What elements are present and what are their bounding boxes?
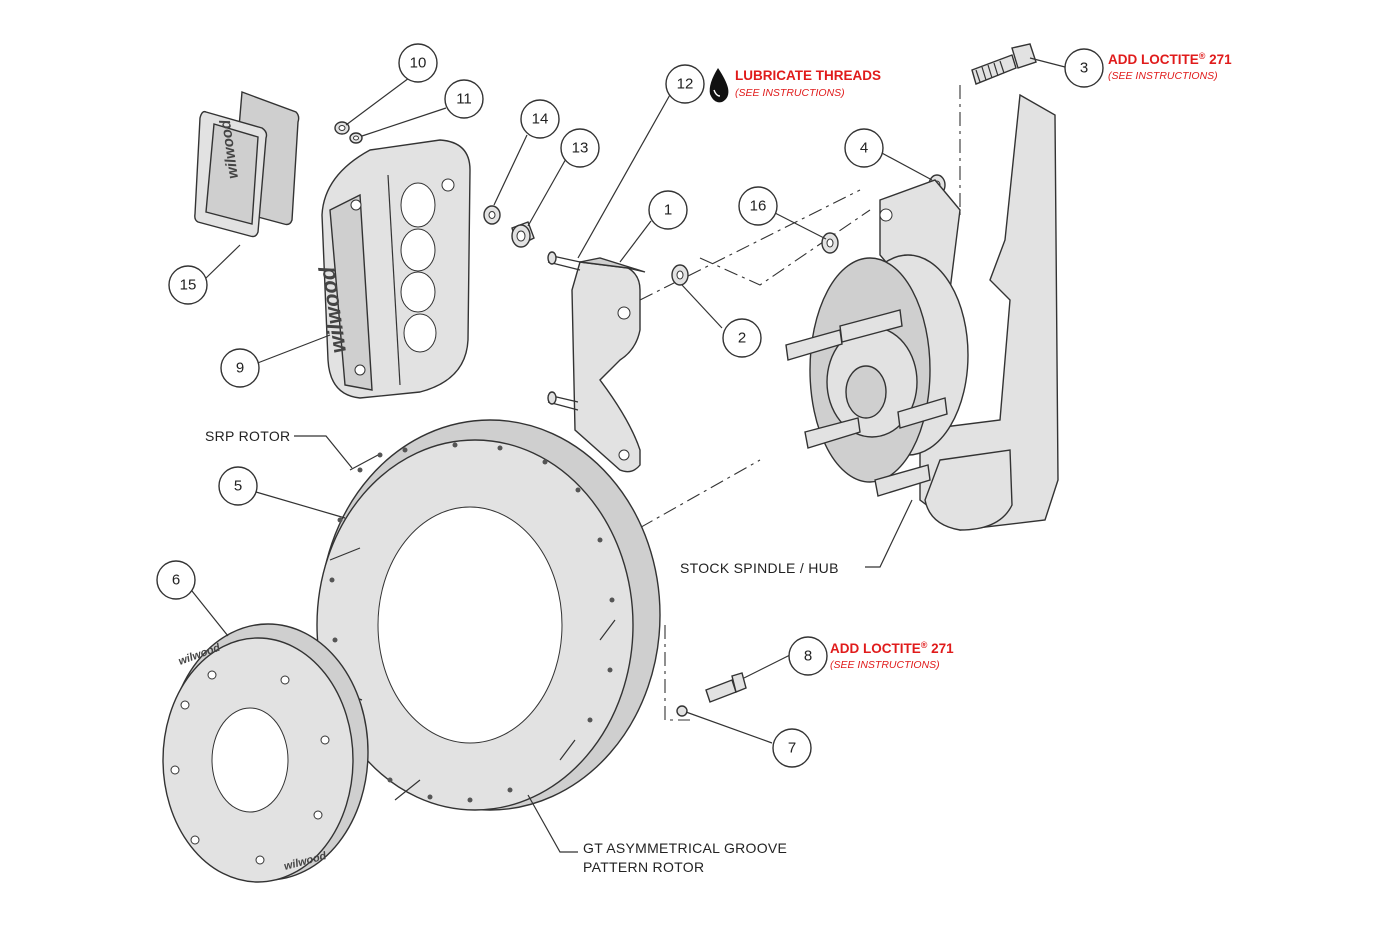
- washer-and-spacer: [483, 205, 535, 248]
- wheel-studs: [785, 309, 948, 497]
- callout-14-number: 14: [532, 111, 549, 128]
- leader-lines: [191, 57, 1066, 853]
- callout-6-number: 6: [172, 572, 180, 589]
- callout-13-number: 13: [572, 140, 589, 157]
- lubricate-threads-sub: (SEE INSTRUCTIONS): [735, 87, 845, 99]
- callout-14: 14: [520, 99, 560, 139]
- brake-pads: wilwood: [194, 91, 300, 238]
- stock-spindle-hub: [809, 93, 1059, 531]
- loctite-bottom-sub: (SEE INSTRUCTIONS): [830, 659, 940, 671]
- label-gt-rotor-line2: PATTERN ROTOR: [583, 859, 704, 875]
- callout-5: 5: [218, 466, 258, 506]
- callout-2: 2: [722, 318, 762, 358]
- note-loctite-bottom: ADD LOCTITE® 271 (SEE INSTRUCTIONS): [830, 640, 954, 671]
- callout-7-number: 7: [788, 740, 796, 757]
- callout-16-number: 16: [750, 198, 767, 215]
- loctite-top-sub: (SEE INSTRUCTIONS): [1108, 70, 1218, 82]
- callout-1: 1: [648, 190, 688, 230]
- callout-9: 9: [220, 348, 260, 388]
- callout-5-number: 5: [234, 478, 242, 495]
- caliper: wilwood: [314, 139, 471, 399]
- callout-11: 11: [444, 79, 484, 119]
- callout-8-number: 8: [804, 648, 812, 665]
- note-loctite-top: ADD LOCTITE® 271 (SEE INSTRUCTIONS): [1108, 51, 1232, 82]
- label-stock-spindle-hub: STOCK SPINDLE / HUB: [680, 560, 839, 576]
- callout-11-number: 11: [456, 91, 472, 108]
- callout-12: 12: [665, 64, 705, 104]
- callout-13: 13: [560, 128, 600, 168]
- callout-3-number: 3: [1080, 60, 1088, 77]
- loctite-top-text: ADD LOCTITE® 271: [1108, 51, 1232, 67]
- note-lubricate-threads: LUBRICATE THREADS (SEE INSTRUCTIONS): [709, 68, 881, 103]
- caliper-bracket: [547, 251, 646, 473]
- callout-12-number: 12: [677, 76, 694, 93]
- mounting-bolt: [971, 43, 1037, 85]
- callout-15-number: 15: [180, 277, 197, 294]
- nut-and-washer: [334, 121, 363, 144]
- callout-16: 16: [738, 186, 778, 226]
- callout-10-number: 10: [410, 55, 427, 72]
- callout-6: 6: [156, 560, 196, 600]
- callout-4-number: 4: [860, 140, 868, 157]
- loctite-bottom-text: ADD LOCTITE® 271: [830, 640, 954, 656]
- callout-8: 8: [788, 636, 828, 676]
- rotor-hat: wilwood wilwood: [162, 623, 369, 883]
- callout-9-number: 9: [236, 360, 244, 377]
- label-gt-rotor-line1: GT ASYMMETRICAL GROOVE: [583, 840, 787, 856]
- callout-10: 10: [398, 43, 438, 83]
- hat-bolt-and-washer: [676, 672, 747, 717]
- callout-1-number: 1: [664, 202, 672, 219]
- rotor: [316, 419, 661, 811]
- callout-4: 4: [844, 128, 884, 168]
- lubricate-threads-text: LUBRICATE THREADS: [735, 68, 881, 83]
- callout-7: 7: [772, 728, 812, 768]
- oil-drop-icon: [709, 68, 729, 103]
- callout-3: 3: [1064, 48, 1104, 88]
- label-srp-rotor: SRP ROTOR: [205, 428, 290, 444]
- callout-2-number: 2: [738, 330, 746, 347]
- callout-15: 15: [168, 265, 208, 305]
